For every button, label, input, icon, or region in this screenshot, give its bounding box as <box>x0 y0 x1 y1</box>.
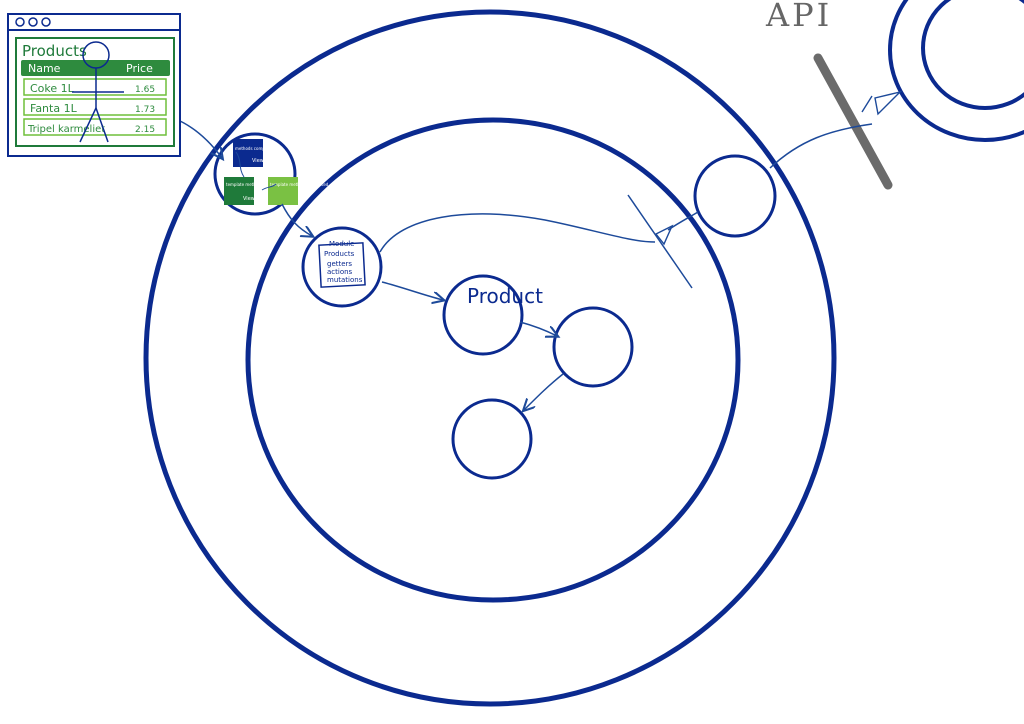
outer-ring <box>143 9 837 707</box>
store-module-line-3: actions <box>327 268 353 276</box>
sticky-note-green <box>224 177 254 205</box>
arrow-store-to-product <box>381 281 443 300</box>
table-row <box>23 78 167 96</box>
window-dots-icon <box>15 17 51 27</box>
arrow-store-to-port <box>379 213 656 253</box>
products-panel <box>15 37 175 147</box>
api-port-head <box>861 90 903 116</box>
api-boundary-bar <box>813 53 893 190</box>
row-2-name: Fanta 1L <box>30 102 78 115</box>
arrow-adapter-to-port <box>667 211 699 231</box>
sticky-note-lightgreen <box>268 177 298 205</box>
sticky-connector <box>235 151 277 191</box>
row-1-name: Coke 1L <box>30 82 75 95</box>
arrow-right-to-bottom <box>524 373 564 410</box>
sticky-note-navy-tag: View <box>252 158 264 164</box>
arrow-component-to-store <box>281 203 312 236</box>
store-module-note <box>318 242 366 288</box>
stick-figure-icon <box>72 41 124 143</box>
browser-window: Products Name Price Coke 1L 1.65 Fanta 1… <box>7 13 181 157</box>
inner-ring <box>245 117 741 603</box>
row-1-price: 1.65 <box>135 85 155 95</box>
external-ring-inner <box>921 0 1024 110</box>
row-3-name: Tripel karmeliet <box>27 124 105 135</box>
table-row <box>23 98 167 116</box>
products-title: Products <box>22 42 87 60</box>
sticky-note-navy <box>233 139 263 167</box>
sticky-note-green-text: template methods computed <box>226 182 285 187</box>
product-circle <box>442 274 524 356</box>
external-ring-outer <box>888 0 1024 142</box>
port-line <box>627 194 693 289</box>
domain-circle-right <box>552 306 634 388</box>
arrow-product-to-right <box>519 321 557 336</box>
sticky-note-lightgreen-text: template methods computed <box>270 182 329 187</box>
arrow-adapter-to-api <box>769 123 873 169</box>
row-3-price: 2.15 <box>135 125 155 135</box>
store-module-line-2: getters <box>327 260 352 268</box>
sticky-note-green-tag: View <box>243 196 255 202</box>
domain-circle-bottom <box>451 398 533 480</box>
port-arrow-head <box>654 224 674 246</box>
product-label: Product <box>467 284 543 308</box>
store-module-line-4: mutations <box>327 276 363 284</box>
row-2-price: 1.73 <box>135 105 155 115</box>
store-module-line-1: Products <box>324 250 355 258</box>
adapter-circle <box>693 154 777 238</box>
sticky-note-navy-text: methods computed <box>235 146 274 151</box>
store-module-title: Module <box>329 240 354 248</box>
table-row <box>23 118 167 136</box>
column-name: Name <box>28 62 61 75</box>
api-label: API <box>765 0 832 34</box>
column-price: Price <box>126 62 153 75</box>
